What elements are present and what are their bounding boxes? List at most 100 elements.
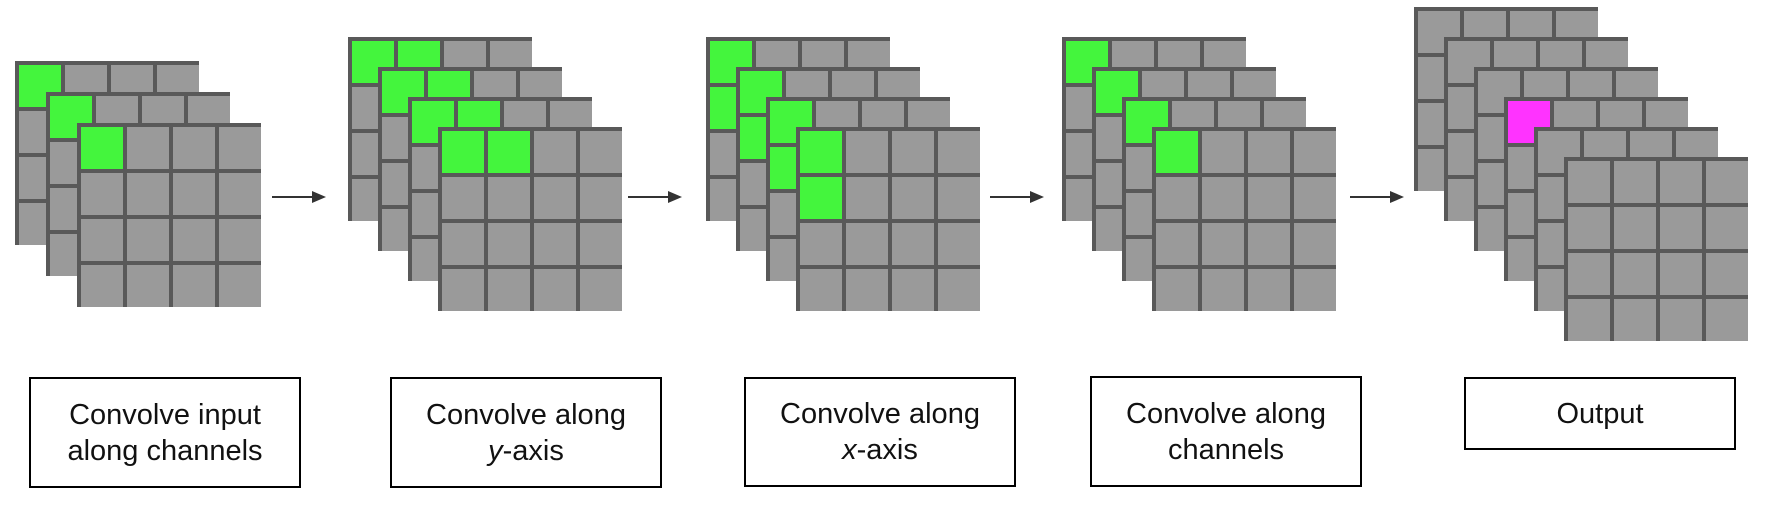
- grid-cell: [1156, 223, 1198, 265]
- active-cell: [488, 131, 530, 173]
- caption-step-2-line-1: Convolve along: [426, 398, 626, 431]
- grid-cell: [534, 223, 576, 265]
- grid-cell: [1248, 269, 1290, 311]
- grid-cell: [1706, 161, 1748, 203]
- grid-cell: [81, 173, 123, 215]
- caption-step-1-line-1: Convolve input: [69, 398, 261, 431]
- grid-cell: [219, 173, 261, 215]
- grid-cell: [1660, 161, 1702, 203]
- caption-step-1-line-2: along channels: [67, 434, 263, 467]
- grid-cell: [488, 177, 530, 219]
- channel-stack-layer-4: [1152, 127, 1336, 311]
- grid-cell: [800, 223, 842, 265]
- grid-cell: [892, 269, 934, 311]
- grid-cell: [580, 131, 622, 173]
- active-cell: [800, 131, 842, 173]
- grid-cell: [892, 223, 934, 265]
- grid-cell: [1248, 177, 1290, 219]
- grid-cell: [1660, 299, 1702, 341]
- grid-cell: [442, 269, 484, 311]
- caption-step-2-line-2: y-axis: [488, 434, 564, 467]
- grid-cell: [219, 265, 261, 307]
- arrow-1: [272, 191, 326, 203]
- grid-cell: [81, 265, 123, 307]
- grid-cell: [1568, 161, 1610, 203]
- grid-cell: [1202, 269, 1244, 311]
- grid-cell: [1294, 177, 1336, 219]
- grid-cell: [846, 131, 888, 173]
- grid-cell: [846, 269, 888, 311]
- caption-step-3: Convolve along x-axis: [744, 377, 1016, 487]
- grid-cell: [1660, 253, 1702, 295]
- grid-cell: [1614, 161, 1656, 203]
- grid-cell: [127, 219, 169, 261]
- grid-cell: [127, 173, 169, 215]
- caption-step-2: Convolve along y-axis: [390, 377, 662, 488]
- arrow-2: [628, 191, 682, 203]
- grid-cell: [1660, 207, 1702, 249]
- y-axis-stack-layer-4: [438, 127, 622, 311]
- grid-cell: [127, 265, 169, 307]
- grid-cell: [846, 177, 888, 219]
- grid-cell: [1706, 253, 1748, 295]
- grid-cell: [488, 269, 530, 311]
- grid-cell: [442, 177, 484, 219]
- input-stack-layer-3: [77, 123, 261, 307]
- grid-cell: [1568, 253, 1610, 295]
- active-cell: [1156, 131, 1198, 173]
- grid-cell: [1294, 131, 1336, 173]
- grid-cell: [1614, 299, 1656, 341]
- caption-output-line-1: Output: [1556, 397, 1644, 430]
- grid-cell: [1202, 223, 1244, 265]
- caption-step-1: Convolve input along channels: [29, 377, 301, 488]
- grid-cell: [846, 223, 888, 265]
- grid-cell: [1248, 131, 1290, 173]
- output-stack-layer-6: [1564, 157, 1748, 341]
- grid-cell: [1294, 269, 1336, 311]
- grid-cell: [1706, 207, 1748, 249]
- active-cell: [81, 127, 123, 169]
- grid-cell: [534, 269, 576, 311]
- grid-cell: [173, 127, 215, 169]
- grid-cell: [580, 223, 622, 265]
- grid-cell: [1568, 299, 1610, 341]
- active-cell: [800, 177, 842, 219]
- active-cell: [442, 131, 484, 173]
- grid-cell: [1706, 299, 1748, 341]
- grid-cell: [534, 177, 576, 219]
- grid-cell: [1156, 177, 1198, 219]
- grid-cell: [800, 269, 842, 311]
- grid-cell: [892, 131, 934, 173]
- grid-cell: [1294, 223, 1336, 265]
- grid-cell: [938, 177, 980, 219]
- grid-cell: [442, 223, 484, 265]
- grid-cell: [938, 269, 980, 311]
- grid-cell: [1568, 207, 1610, 249]
- grid-cell: [173, 219, 215, 261]
- caption-step-3-line-2: x-axis: [842, 434, 918, 466]
- grid-cell: [173, 173, 215, 215]
- grid-cell: [1156, 269, 1198, 311]
- grid-cell: [173, 265, 215, 307]
- grid-cell: [127, 127, 169, 169]
- grid-cell: [219, 127, 261, 169]
- grid-cell: [1202, 177, 1244, 219]
- grid-cell: [580, 269, 622, 311]
- caption-step-4: Convolve along channels: [1090, 376, 1362, 487]
- grid-cell: [938, 131, 980, 173]
- grid-cell: [488, 223, 530, 265]
- caption-step-3-line-1: Convolve along: [780, 398, 980, 430]
- grid-cell: [219, 219, 261, 261]
- grid-cell: [1202, 131, 1244, 173]
- caption-step-4-line-1: Convolve along: [1126, 397, 1326, 430]
- grid-cell: [580, 177, 622, 219]
- caption-output: Output: [1464, 377, 1736, 450]
- caption-step-4-line-2: channels: [1167, 433, 1285, 466]
- grid-cell: [81, 219, 123, 261]
- grid-cell: [1614, 253, 1656, 295]
- grid-cell: [1248, 223, 1290, 265]
- grid-cell: [1614, 207, 1656, 249]
- arrow-4: [1350, 191, 1404, 203]
- grid-cell: [534, 131, 576, 173]
